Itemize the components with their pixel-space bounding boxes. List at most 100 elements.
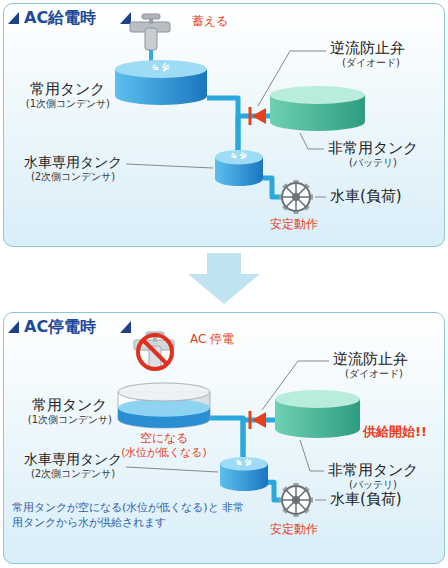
leader-line (300, 440, 324, 471)
status-label: 供給開始!! (363, 424, 427, 440)
splash-stroke (246, 464, 249, 465)
water-surface (220, 457, 268, 471)
splash-stroke (242, 155, 247, 157)
faucet-spout (145, 28, 157, 50)
water-surface (270, 86, 365, 104)
water-tank: 非常用タンク(バッテリ) (275, 390, 360, 438)
tank-shape (215, 150, 263, 186)
water-tank: 非常用タンク(バッテリ) (270, 86, 365, 131)
wheel-rim (282, 486, 310, 514)
wheel-rim (282, 183, 310, 211)
tank-shape (275, 390, 360, 438)
water-wheel: 水車(負荷) (280, 181, 312, 213)
prohibition-sign (138, 335, 172, 369)
pipe-connector (268, 482, 280, 500)
tank-shape (118, 383, 210, 428)
check-valve (252, 108, 266, 124)
part-caption: 水車専用タンク(2次側コンデンサ) (24, 154, 122, 183)
water-wheel: 水車(負荷) (280, 484, 312, 516)
check-valve-bar (249, 107, 252, 125)
explanation-note: 常用タンクが空になる(水位が低くなる)と 非常用タンクから水が供給されます (12, 500, 250, 531)
status-label: 安定動作 (270, 217, 318, 231)
splash-stroke (232, 153, 236, 156)
part-name: 水車(負荷) (330, 490, 402, 508)
transition-arrow (188, 253, 260, 304)
splash-stroke (164, 67, 170, 69)
part-name: 常用タンク (26, 80, 110, 98)
check-valve-bar (249, 411, 252, 429)
pipe-connector (243, 420, 275, 457)
status-label: (水位が低くなる) (109, 446, 219, 459)
tab-triangle (8, 321, 19, 333)
splash-stroke (237, 460, 241, 463)
panel-title: AC停電時 (24, 317, 96, 336)
part-label: 逆流防止弁 (330, 39, 405, 57)
leader-line (126, 164, 213, 168)
status-label: 安定動作 (270, 522, 318, 536)
part-caption: 水車専用タンク(2次側コンデンサ) (24, 451, 122, 480)
part-sublabel: (ダイオード) (345, 368, 403, 380)
wheel-hub (292, 496, 300, 504)
panel-ground (3, 3, 445, 247)
tab-triangle (120, 321, 131, 333)
status-label: 空になる (124, 431, 204, 445)
water-tank: 水車専用タンク(2次側コンデンサ) (220, 457, 268, 491)
part-name: 水車専用タンク (24, 154, 122, 171)
tank-rim (118, 383, 210, 401)
part-name: 常用タンク (28, 396, 112, 414)
note-label: 蓄える (192, 14, 228, 28)
part-subname: (2次側コンデンサ) (24, 468, 122, 480)
panel-heading: AC給電時 (24, 8, 96, 27)
splash-stroke (153, 65, 158, 69)
part-subname: (1次側コンデンサ) (26, 98, 110, 110)
check-valve (252, 412, 266, 428)
part-name: 非常用タンク (328, 139, 418, 157)
water-surface (275, 390, 360, 408)
pipe-connector (210, 418, 243, 457)
tank-shape (270, 86, 365, 131)
leader-line (315, 197, 326, 198)
part-sublabel: (ダイオード) (342, 57, 400, 69)
part-caption: 水車(負荷) (330, 187, 402, 205)
part-caption: 常用タンク(1次側コンデンサ) (26, 80, 110, 110)
part-name: 水車(負荷) (330, 187, 402, 205)
water-tank: 水車専用タンク(2次側コンデンサ) (215, 150, 263, 186)
faucet (134, 332, 174, 368)
water-wheel-symbol (280, 484, 312, 516)
part-name: 水車専用タンク (24, 451, 122, 468)
splash-stroke (247, 462, 252, 464)
part-caption: 常用タンク(1次側コンデンサ) (28, 396, 112, 426)
part-subname: (バッテリ) (328, 157, 418, 169)
part-caption: 非常用タンク(バッテリ) (328, 461, 418, 491)
part-caption: 水車(負荷) (330, 490, 402, 508)
panel-ground (3, 312, 445, 564)
tab-triangle (120, 12, 131, 24)
leader-line (300, 133, 324, 149)
tank-shape (220, 457, 268, 491)
part-subname: (バッテリ) (328, 479, 418, 491)
leader-line (126, 467, 218, 472)
splash-stroke (163, 70, 166, 72)
wheel-hub (292, 193, 300, 201)
splash-stroke (241, 158, 244, 159)
tank-shape (115, 60, 207, 105)
part-caption: 非常用タンク(バッテリ) (328, 139, 418, 169)
pipe-connector (207, 98, 238, 150)
faucet-handle (142, 14, 160, 19)
prohibition-bar (143, 340, 167, 364)
part-subname: (1次側コンデンサ) (28, 414, 112, 426)
part-label: 逆流防止弁 (333, 350, 408, 368)
part-subname: (2次側コンデンサ) (24, 171, 122, 183)
note-label: AC 停電 (190, 332, 234, 346)
water-surface (115, 60, 207, 78)
water-surface (215, 150, 263, 164)
tab-triangle (8, 12, 19, 24)
water-tank: 常用タンク(1次側コンデンサ) (115, 60, 207, 105)
water-wheel-symbol (280, 181, 312, 213)
panel-heading: AC停電時 (24, 317, 96, 336)
water-tank: 常用タンク(1次側コンデンサ) (118, 383, 210, 428)
leader-line (315, 500, 326, 501)
part-name: 非常用タンク (328, 461, 418, 479)
pipe-connector (263, 178, 280, 197)
